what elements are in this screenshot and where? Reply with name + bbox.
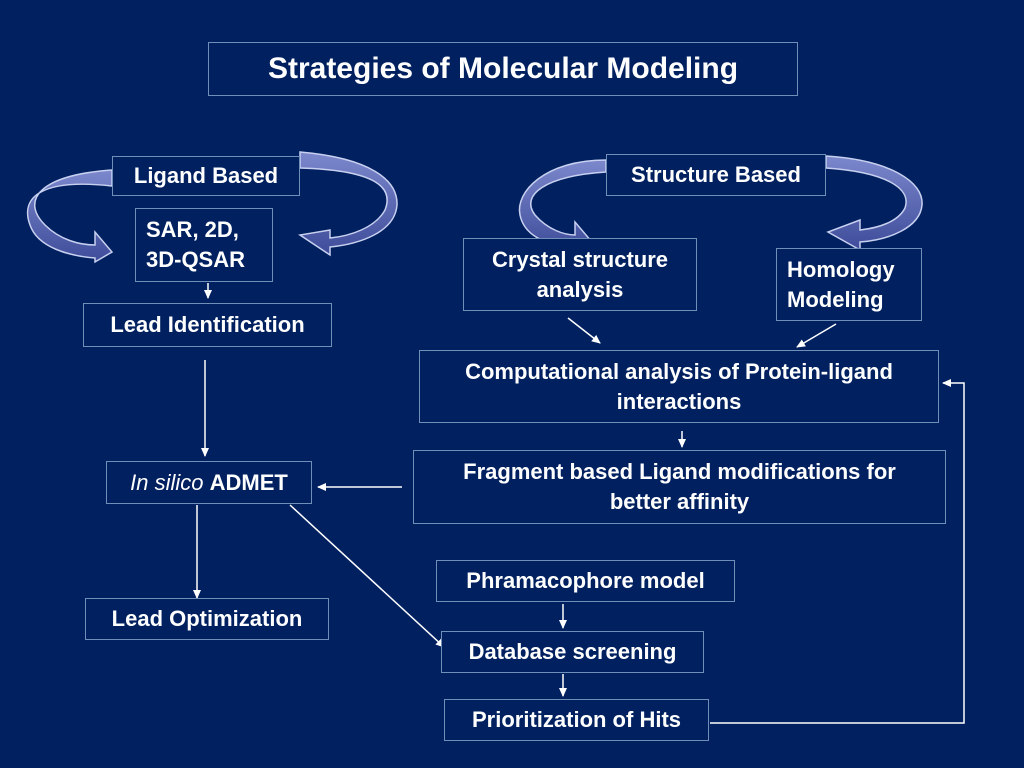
- curved-arrow-left-ligand: [26, 169, 114, 264]
- in-silico-text: In silico: [130, 469, 204, 495]
- admet-text: ADMET: [209, 469, 288, 495]
- arrow-homology-to-computational: [796, 323, 837, 348]
- crystal-structure-box: Crystal structure analysis: [463, 238, 697, 311]
- homology-modeling-box: Homology Modeling: [776, 248, 922, 321]
- structure-based-box: Structure Based: [606, 154, 826, 196]
- lead-identification-box: Lead Identification: [83, 303, 332, 347]
- admet-box: In silico ADMET: [106, 461, 312, 504]
- lead-optimization-box: Lead Optimization: [85, 598, 329, 640]
- sar-qsar-box: SAR, 2D, 3D-QSAR: [135, 208, 273, 282]
- curved-arrow-right-structure: [825, 155, 923, 252]
- computational-analysis-box: Computational analysis of Protein-ligand…: [419, 350, 939, 423]
- ligand-based-box: Ligand Based: [112, 156, 300, 196]
- arrow-admet-to-database: [289, 504, 445, 648]
- arrow-prioritization-to-computational: [710, 379, 965, 724]
- database-screening-box: Database screening: [441, 631, 704, 673]
- page-title: Strategies of Molecular Modeling: [208, 42, 798, 96]
- fragment-based-box: Fragment based Ligand modifications for …: [413, 450, 946, 524]
- arrow-crystal-to-computational: [567, 317, 601, 344]
- pharmacophore-model-box: Phramacophore model: [436, 560, 735, 602]
- curved-arrow-right-ligand: [298, 151, 398, 257]
- prioritization-of-hits-box: Prioritization of Hits: [444, 699, 709, 741]
